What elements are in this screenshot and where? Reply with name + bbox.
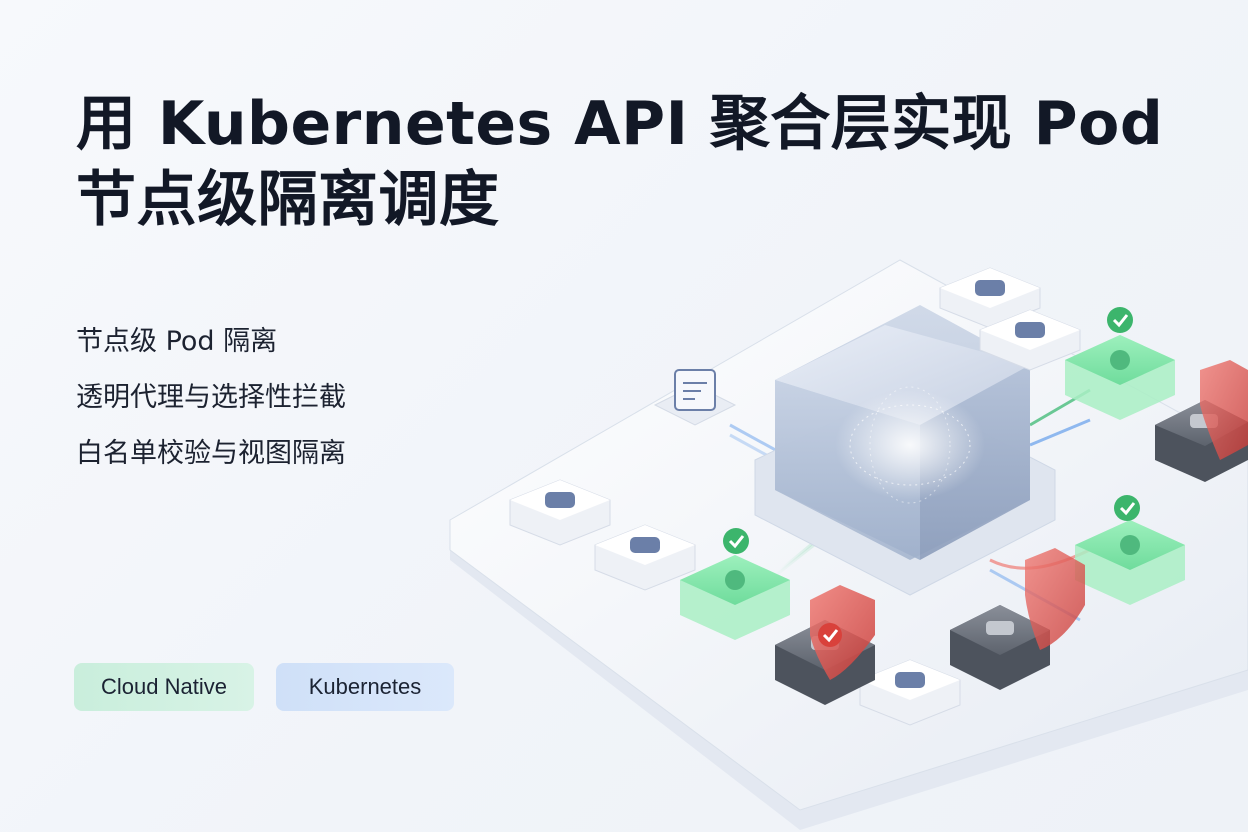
pod-blocked-3 — [950, 605, 1050, 690]
shield-3 — [1200, 360, 1248, 460]
shield-1 — [810, 585, 875, 680]
cube-icon — [1110, 350, 1130, 370]
node-icon — [630, 537, 660, 553]
shield-icon — [810, 585, 875, 680]
cube-icon — [1120, 535, 1140, 555]
shield-icon — [1200, 360, 1248, 460]
isometric-cluster-illustration — [449, 259, 1248, 830]
node-white-5 — [859, 659, 961, 726]
page-title: 用 Kubernetes API 聚合层实现 Pod 节点级隔离调度 — [76, 86, 1196, 238]
node-icon — [986, 621, 1014, 635]
pod-allowed-3 — [680, 528, 790, 640]
node-white-2 — [979, 309, 1081, 371]
shield-2 — [1025, 548, 1085, 650]
feature-item: 透明代理与选择性拦截 — [76, 382, 346, 413]
check-icon — [723, 528, 749, 554]
node-white-4 — [594, 524, 696, 591]
pod-allowed-2 — [1075, 495, 1185, 605]
title-line-2: 节点级隔离调度 — [76, 165, 500, 235]
tag-kubernetes: Kubernetes — [276, 663, 454, 711]
node-white-3 — [509, 479, 611, 546]
pod-allowed-1 — [1065, 307, 1175, 420]
aggregation-cube — [754, 305, 1056, 596]
node-icon — [1015, 322, 1045, 338]
tag-cloud-native: Cloud Native — [74, 663, 254, 711]
check-icon — [1107, 307, 1133, 333]
feature-item: 白名单校验与视图隔离 — [76, 438, 346, 469]
tag-list: Cloud Native Kubernetes — [74, 663, 454, 711]
shield-icon — [1025, 548, 1085, 650]
node-icon — [895, 672, 925, 688]
feature-item: 节点级 Pod 隔离 — [76, 326, 278, 357]
title-line-1: 用 Kubernetes API 聚合层实现 Pod — [76, 89, 1164, 159]
api-panel — [653, 369, 737, 426]
cube-icon — [725, 570, 745, 590]
check-icon — [1114, 495, 1140, 521]
node-icon — [975, 280, 1005, 296]
node-white-1 — [939, 267, 1041, 329]
node-icon — [545, 492, 575, 508]
feature-list: 节点级 Pod 隔离 透明代理与选择性拦截 白名单校验与视图隔离 — [76, 314, 346, 482]
